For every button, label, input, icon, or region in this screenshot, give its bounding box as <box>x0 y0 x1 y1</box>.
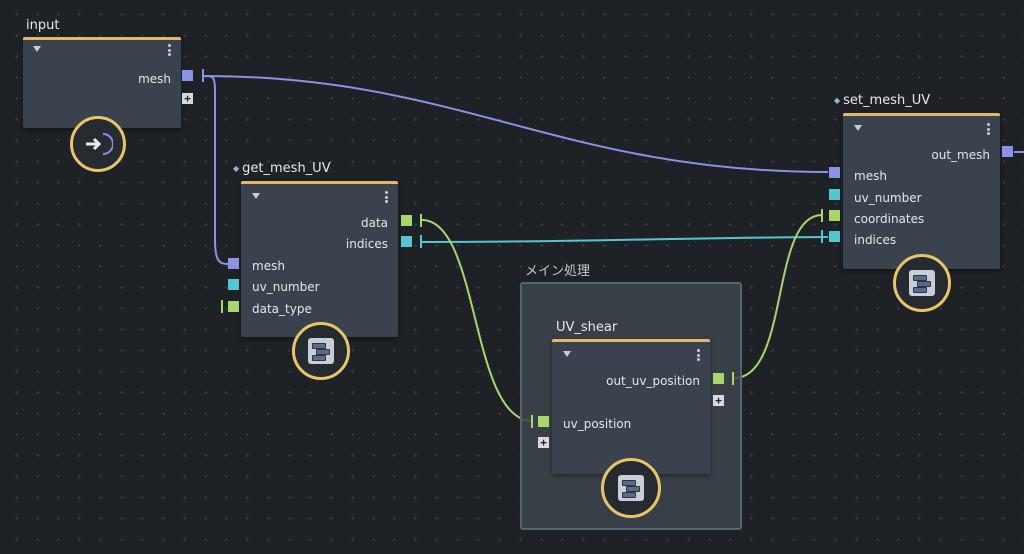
socket-uv-number-in[interactable] <box>228 279 239 290</box>
port-label-data-type: data_type <box>252 302 312 316</box>
node-set-mesh-uv[interactable]: out_mesh mesh uv_number coordinates indi… <box>843 113 1000 269</box>
kebab-menu-icon[interactable] <box>987 123 990 135</box>
collapse-icon[interactable] <box>854 125 862 131</box>
collapse-icon[interactable] <box>563 351 571 357</box>
get-mesh-uv-icon-ring[interactable] <box>292 322 350 380</box>
group-title: メイン処理 <box>525 264 591 279</box>
socket-uv-position-in[interactable] <box>538 416 549 427</box>
port-label-uv-position: uv_position <box>563 417 632 431</box>
node-title-set-mesh-uv: ◆set_mesh_UV <box>834 93 930 108</box>
port-label-uv-number: uv_number <box>252 280 320 294</box>
socket-data-type-in[interactable] <box>228 301 239 312</box>
port-label-out-mesh: out_mesh <box>931 148 990 162</box>
port-label-coordinates: coordinates <box>854 212 925 226</box>
input-node-icon[interactable] <box>70 116 126 172</box>
socket-bar <box>420 214 422 227</box>
socket-bar <box>420 235 422 248</box>
socket-input-mesh-out[interactable] <box>182 70 193 81</box>
node-title-get-mesh-uv: ◆get_mesh_UV <box>233 161 331 176</box>
add-port-plus-icon[interactable]: + <box>538 437 549 448</box>
kebab-menu-icon[interactable] <box>697 349 700 361</box>
wire-input-mesh-to-set-mesh <box>203 75 829 173</box>
socket-bar <box>732 372 734 385</box>
port-label-out-uv-position: out_uv_position <box>606 374 700 388</box>
node-input[interactable]: mesh <box>23 37 181 128</box>
socket-uv-number-in[interactable] <box>829 189 840 200</box>
node-title-input: input <box>26 18 60 33</box>
arrow-in-icon <box>83 132 114 156</box>
command-icon <box>909 270 935 296</box>
diamond-icon: ◆ <box>233 164 240 173</box>
port-label-mesh: mesh <box>138 72 171 86</box>
node-title-uv-shear: UV_shear <box>556 320 618 335</box>
title-text: set_mesh_UV <box>843 93 931 108</box>
node-get-mesh-uv[interactable]: data indices mesh uv_number data_type <box>241 181 398 337</box>
port-label-data: data <box>360 216 388 230</box>
command-icon <box>618 475 644 501</box>
wire-input-mesh-to-get-mesh <box>203 75 229 265</box>
socket-mesh-in[interactable] <box>228 258 239 269</box>
wire-data-to-uv-position <box>421 219 533 422</box>
wire-indices <box>419 236 829 243</box>
socket-bar <box>221 300 223 313</box>
socket-bar <box>202 69 204 82</box>
socket-mesh-in[interactable] <box>829 167 840 178</box>
wire-out-uv-to-coordinates <box>733 214 823 379</box>
uv-shear-icon-ring[interactable] <box>601 458 661 518</box>
port-label-uv-number: uv_number <box>854 191 922 205</box>
socket-coordinates-in[interactable] <box>829 210 840 221</box>
collapse-icon[interactable] <box>33 46 41 52</box>
port-label-mesh: mesh <box>854 169 887 183</box>
socket-indices-in[interactable] <box>829 231 840 242</box>
socket-bar <box>821 209 823 222</box>
socket-out-mesh[interactable] <box>1002 146 1013 157</box>
set-mesh-uv-icon-ring[interactable] <box>893 254 951 312</box>
node-uv-shear[interactable]: out_uv_position uv_position <box>552 339 710 474</box>
socket-bar <box>531 415 533 428</box>
kebab-menu-icon[interactable] <box>385 191 388 203</box>
socket-indices-out[interactable] <box>401 236 412 247</box>
port-label-mesh: mesh <box>252 259 285 273</box>
kebab-menu-icon[interactable] <box>168 44 171 56</box>
port-label-indices: indices <box>345 237 388 251</box>
add-port-plus-icon[interactable]: + <box>713 395 724 406</box>
socket-data-out[interactable] <box>401 215 412 226</box>
socket-out-uv-position[interactable] <box>713 373 724 384</box>
title-text: get_mesh_UV <box>242 161 331 176</box>
socket-bar <box>821 230 823 243</box>
port-label-indices: indices <box>854 233 897 247</box>
command-icon <box>308 338 334 364</box>
collapse-icon[interactable] <box>252 193 260 199</box>
diamond-icon: ◆ <box>834 96 841 105</box>
add-port-plus-icon[interactable]: + <box>182 93 193 104</box>
